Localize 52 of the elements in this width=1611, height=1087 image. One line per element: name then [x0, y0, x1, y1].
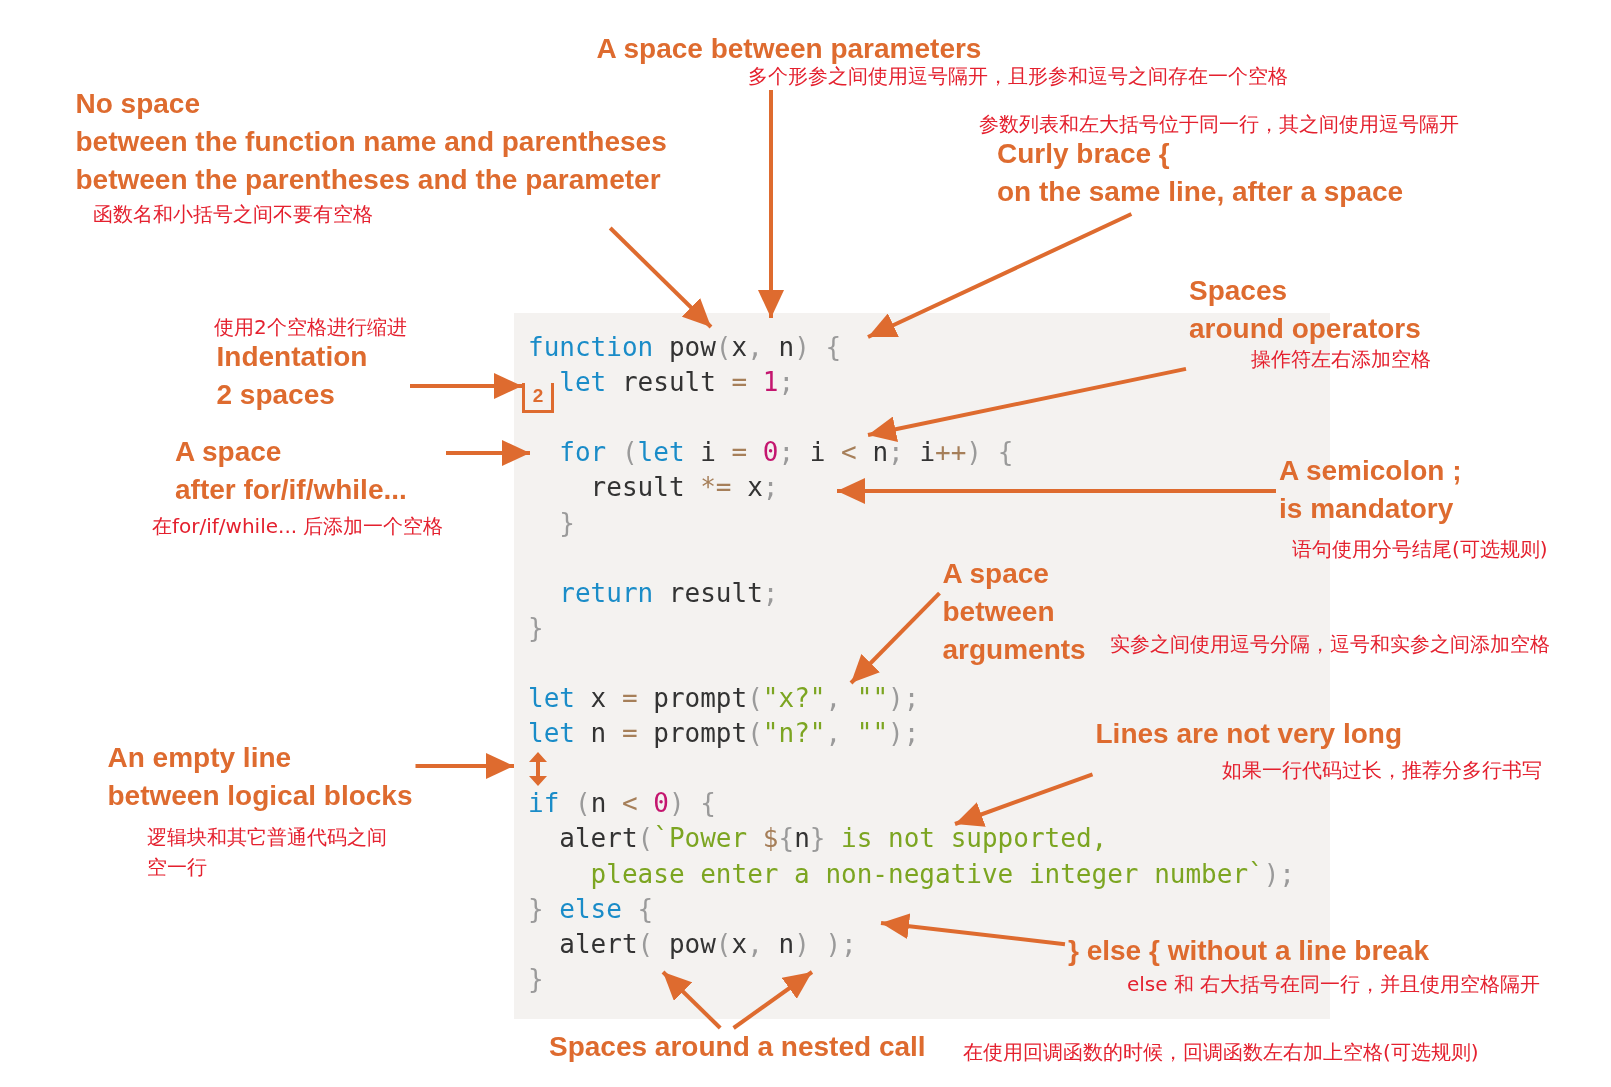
arrow	[867, 366, 1187, 443]
arrow	[954, 772, 1094, 827]
arrow	[410, 373, 522, 399]
arrow	[415, 753, 514, 779]
code-line: return result;	[559, 576, 779, 610]
arrow	[849, 591, 941, 685]
annotation-title: An empty line between logical blocks	[107, 741, 413, 813]
arrow	[446, 440, 530, 466]
code-line: alert(`Power ${n} is not supported,	[559, 822, 1108, 856]
annotation-title: A space between parameters	[596, 33, 982, 65]
annotation-title: Curly brace { on the same line, after a space	[997, 137, 1404, 209]
code-line: }	[528, 611, 544, 645]
code-line: for (let i = 0; i < n; i++) {	[559, 436, 1014, 470]
code-line: let n = prompt("n?", "");	[528, 717, 920, 751]
code-line: if (n < 0) {	[528, 787, 716, 821]
annotation-title: A space after for/if/while...	[175, 435, 407, 507]
code-line: }	[528, 962, 544, 996]
code-line: function pow(x, n) {	[528, 331, 842, 364]
annotation-note: 使用2个空格进行缩进	[214, 316, 407, 338]
indent-marker: 2	[522, 383, 554, 413]
annotation-note: 逻辑块和其它普通代码之间空一行	[147, 824, 388, 881]
arrow	[661, 970, 722, 1030]
arrow	[732, 970, 814, 1030]
code-line: }	[559, 506, 575, 540]
annotation-note: 函数名和小括号之间不要有空格	[93, 203, 373, 225]
code-line: } else {	[528, 892, 654, 926]
arrow	[608, 226, 713, 329]
arrow	[837, 478, 1276, 504]
annotation-note: 实参之间使用逗号分隔，逗号和实参之间添加空格	[1110, 633, 1550, 655]
code-line: let result = 1;	[559, 366, 795, 400]
code-line: let x = prompt("x?", "");	[528, 682, 920, 715]
annotation-note: 在for/if/while... 后添加一个空格	[152, 515, 444, 537]
arrow	[867, 212, 1133, 339]
annotation-title: Indentation 2 spaces	[216, 340, 368, 412]
code-line: result *= x;	[590, 471, 779, 505]
annotation-title: A semicolon ; is mandatory	[1279, 454, 1462, 526]
annotation-title: Lines are not very long	[1095, 718, 1403, 750]
arrow	[880, 913, 1066, 947]
code-line: please enter a non-negative integer number`);	[590, 857, 1295, 891]
annotation-note: 多个形参之间使用逗号隔开，且形参和逗号之间存在一个空格	[748, 65, 1288, 87]
annotation-title: Spaces around a nested call	[549, 1031, 926, 1063]
annotation-note: 如果一行代码过长，推荐分多行书写	[1222, 759, 1542, 781]
code-line: alert( pow(x, n) );	[559, 927, 857, 961]
annotation-note: 操作符左右添加空格	[1251, 348, 1431, 370]
annotation-title: No space between the function name and parentheses between the parentheses and the parameter	[75, 87, 667, 197]
annotation-title: } else { without a line break	[1068, 935, 1429, 967]
annotation-title: Spaces around operators	[1189, 274, 1421, 346]
annotation-title: A space between arguments	[942, 557, 1086, 667]
annotation-note: 语句使用分号结尾(可选规则)	[1292, 538, 1548, 560]
annotation-note: 参数列表和左大括号位于同一行，其之间使用逗号隔开	[979, 113, 1459, 135]
annotation-note: 在使用回调函数的时候，回调函数左右加上空格(可选规则)	[963, 1041, 1479, 1063]
annotation-note: else 和 右大括号在同一行，并且使用空格隔开	[1127, 973, 1541, 995]
